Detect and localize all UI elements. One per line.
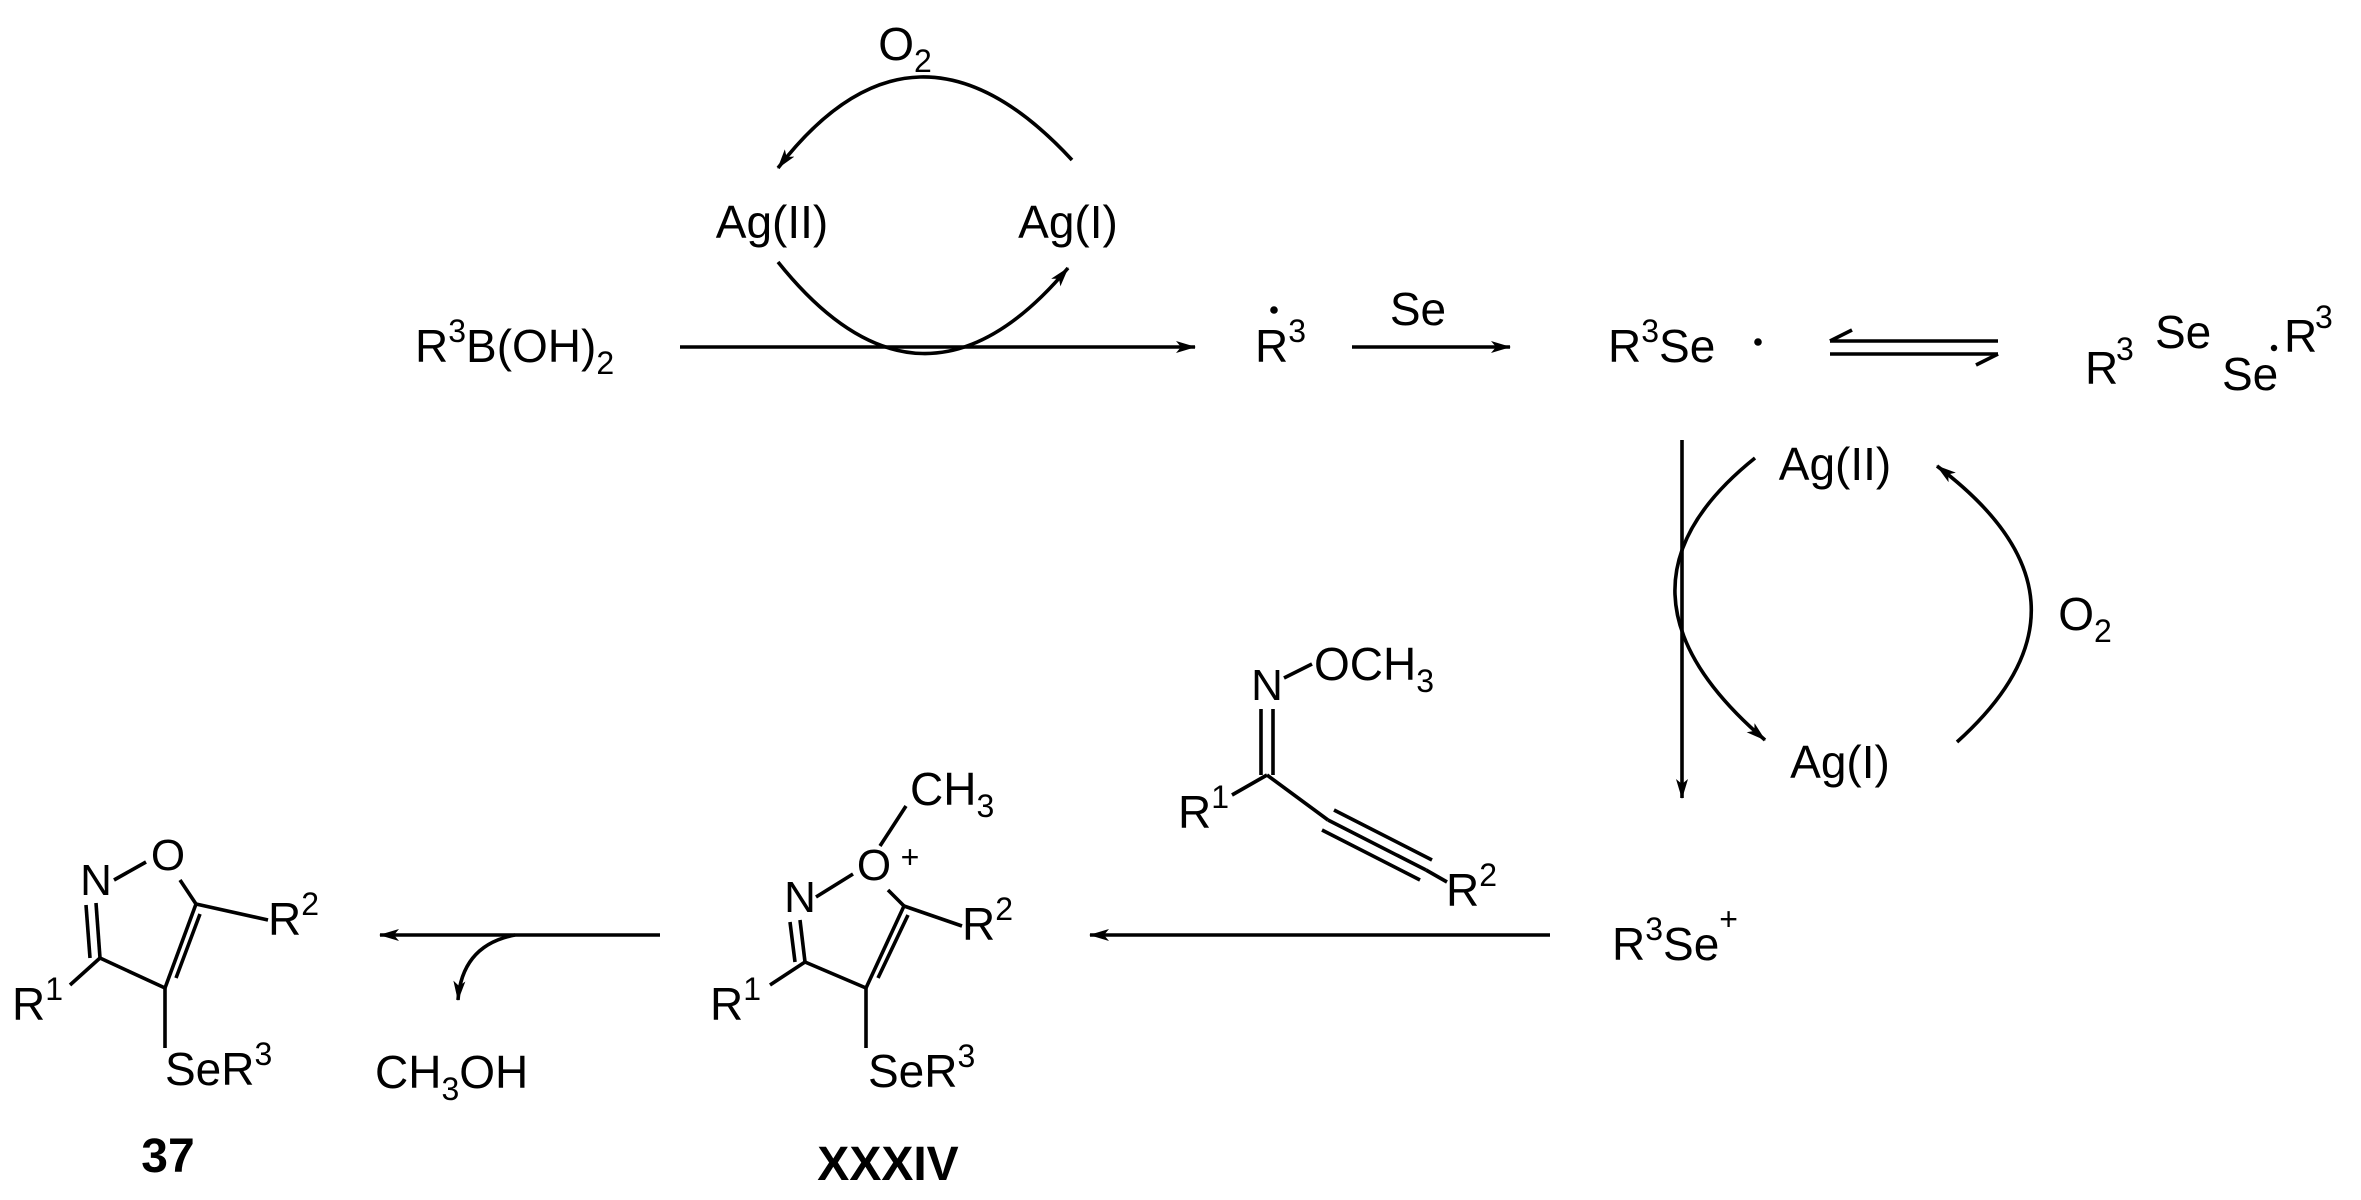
oxidation-arc-right (1935, 464, 2033, 744)
svg-text:R: R (2085, 342, 2118, 394)
intermediate-label: XXXIV (817, 1138, 958, 1191)
selenyl-radical: R3Se (1608, 313, 1715, 372)
boronic-acid: R3B(OH)2 (415, 313, 614, 381)
svg-text:3: 3 (2116, 331, 2134, 367)
svg-text:+: + (901, 839, 920, 875)
ag1-label-top: Ag(I) (1018, 196, 1118, 248)
product-37: N O R2 R1 SeR3 37 (12, 831, 319, 1183)
substrate-r1: R1 (1178, 779, 1229, 838)
product-ser3: SeR3 (165, 1036, 272, 1095)
svg-text:O: O (857, 841, 891, 890)
intermediate-ser3: SeR3 (868, 1038, 975, 1097)
equilibrium-arrows (1829, 328, 1999, 367)
ag2-label-top: Ag(II) (716, 196, 828, 248)
intermediate-xxxiv: N O + CH3 R2 R1 SeR3 XXXIV (710, 763, 1013, 1191)
alkynyl-oxime-substrate: N OCH3 R1 R2 (1178, 638, 1497, 916)
svg-text:N: N (784, 873, 816, 922)
aryl-radical: R3 (1255, 313, 1306, 372)
svg-text:R: R (2284, 310, 2317, 362)
product-label: 37 (141, 1130, 194, 1183)
radical-dot (1270, 306, 1278, 314)
methoxy-group: OCH3 (1314, 638, 1434, 699)
methanol: CH3OH (375, 1046, 528, 1107)
substrate-r2: R2 (1446, 857, 1497, 916)
selenyl-radical-dot (1754, 338, 1762, 346)
intermediate-r1: R1 (710, 971, 761, 1030)
methanol-release-arrow (453, 933, 516, 1001)
product-r2: R2 (268, 886, 319, 945)
ag1-label-right: Ag(I) (1790, 736, 1890, 788)
n-methyl: CH3 (910, 763, 994, 824)
svg-text:N: N (1251, 661, 1283, 710)
silver-cycle-top: O2 Ag(II) Ag(I) (716, 18, 1118, 356)
svg-text:N: N (80, 856, 112, 905)
silver-cycle-right: Ag(II) Ag(I) O2 (1673, 438, 2112, 788)
svg-text:3: 3 (2315, 299, 2333, 335)
product-r1: R1 (12, 971, 63, 1030)
oxidation-arc-top (776, 75, 1074, 170)
o2-label-top: O2 (878, 18, 932, 79)
reduction-arc-top (776, 260, 1070, 356)
o2-label-right: O2 (2058, 588, 2112, 649)
selenenium-ion: R3Se+ (1612, 901, 1738, 970)
diselenide: R 3 Se Se R 3 (2085, 299, 2333, 400)
svg-text:O: O (151, 831, 185, 880)
intermediate-r2: R2 (962, 891, 1013, 950)
se-label: Se (1390, 283, 1446, 335)
svg-text:Se: Se (2222, 348, 2278, 400)
reduction-arc-right (1673, 456, 1767, 742)
svg-text:Se: Se (2155, 306, 2211, 358)
ag2-label-right: Ag(II) (1779, 438, 1891, 490)
